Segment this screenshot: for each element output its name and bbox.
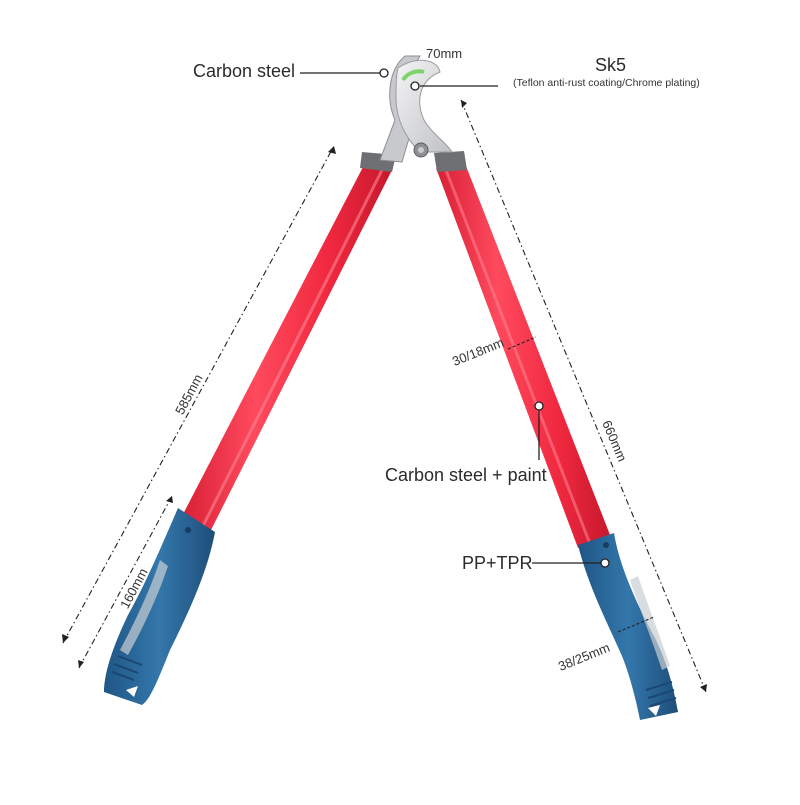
right-handle	[434, 151, 678, 720]
grip-diameter-dimension	[617, 616, 655, 633]
right-length-dimension	[460, 99, 707, 693]
handle-material-label: Carbon steel + paint	[385, 465, 547, 485]
left-handle-tube	[180, 167, 393, 530]
grip-length-dimension	[78, 495, 173, 669]
sk5-blade	[395, 59, 453, 153]
callouts	[300, 68, 610, 568]
left-handle	[104, 152, 396, 705]
right-grip	[578, 533, 678, 720]
carbon-steel-jaw-label: Carbon steel	[193, 61, 296, 81]
grip-material-label: PP+TPR	[462, 553, 533, 573]
cutting-head	[379, 55, 453, 163]
blade-coating-label: (Teflon anti-rust coating/Chrome plating…	[513, 77, 700, 89]
sk5-label: Sk5	[595, 55, 627, 75]
dimension-lines	[62, 99, 707, 693]
left-grip	[104, 508, 215, 705]
right-ferrule	[434, 151, 467, 172]
handle-diameter-dimension	[507, 336, 537, 350]
blade-size-label: 70mm	[426, 46, 463, 61]
